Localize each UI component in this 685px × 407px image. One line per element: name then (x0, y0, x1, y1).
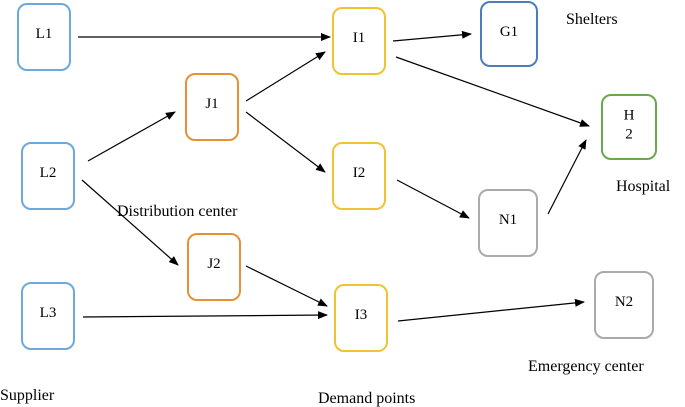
edge-j2-i3 (245, 265, 328, 307)
demand-points-label: Demand points (318, 390, 415, 407)
node-n2: N2 (594, 271, 654, 339)
edge-i1-g1 (392, 30, 472, 42)
node-box-n2 (594, 271, 654, 339)
edge-i3-n2 (397, 298, 585, 322)
node-label-l3: L3 (40, 305, 57, 321)
node-label-i3: I3 (355, 307, 368, 323)
node-label-j2: J2 (207, 256, 220, 272)
node-box-j2 (187, 233, 241, 301)
node-label-j1: J1 (205, 96, 218, 112)
node-j1: J1 (185, 73, 239, 141)
edge-j1-i2 (245, 111, 326, 173)
hospital-label: Hospital (616, 178, 671, 195)
supplier-label: Supplier (0, 387, 55, 404)
node-box-i1 (332, 7, 386, 75)
node-l2: L2 (21, 142, 75, 210)
edge-j1-i1 (245, 51, 326, 102)
node-box-l2 (21, 142, 75, 210)
edge-i1-h2 (395, 56, 590, 127)
node-box-h2 (601, 94, 657, 160)
distribution-center-label: Distribution center (117, 203, 238, 220)
edge-layer (78, 30, 590, 322)
shelters-label: Shelters (566, 11, 618, 28)
node-g1: G1 (480, 1, 538, 67)
node-l3: L3 (21, 282, 75, 350)
node-label-l1: L1 (36, 26, 53, 42)
edge-l3-i3 (82, 311, 328, 320)
node-i2: I2 (332, 142, 386, 210)
node-j2: J2 (187, 233, 241, 301)
node-box-g1 (480, 1, 538, 67)
node-label-n1: N1 (499, 212, 517, 228)
node-label-n2: N2 (615, 294, 633, 310)
edge-l2-j2 (81, 179, 179, 266)
node-label-i2: I2 (353, 165, 366, 181)
edge-i2-n1 (396, 179, 470, 219)
node-box-n1 (478, 189, 538, 257)
node-box-i2 (332, 142, 386, 210)
node-label-g1: G1 (500, 24, 518, 40)
node-i3: I3 (334, 284, 388, 352)
node-label-l2: L2 (40, 165, 57, 181)
node-box-l3 (21, 282, 75, 350)
node-box-l1 (17, 3, 71, 71)
node-n1: N1 (478, 189, 538, 257)
emergency-center-label: Emergency center (528, 358, 644, 375)
edge-n1-h2 (547, 139, 587, 215)
node-l1: L1 (17, 3, 71, 71)
node-box-i3 (334, 284, 388, 352)
node-label-i1: I1 (353, 30, 366, 46)
node-box-j1 (185, 73, 239, 141)
edge-l2-j1 (87, 111, 176, 162)
node-i1: I1 (332, 7, 386, 75)
